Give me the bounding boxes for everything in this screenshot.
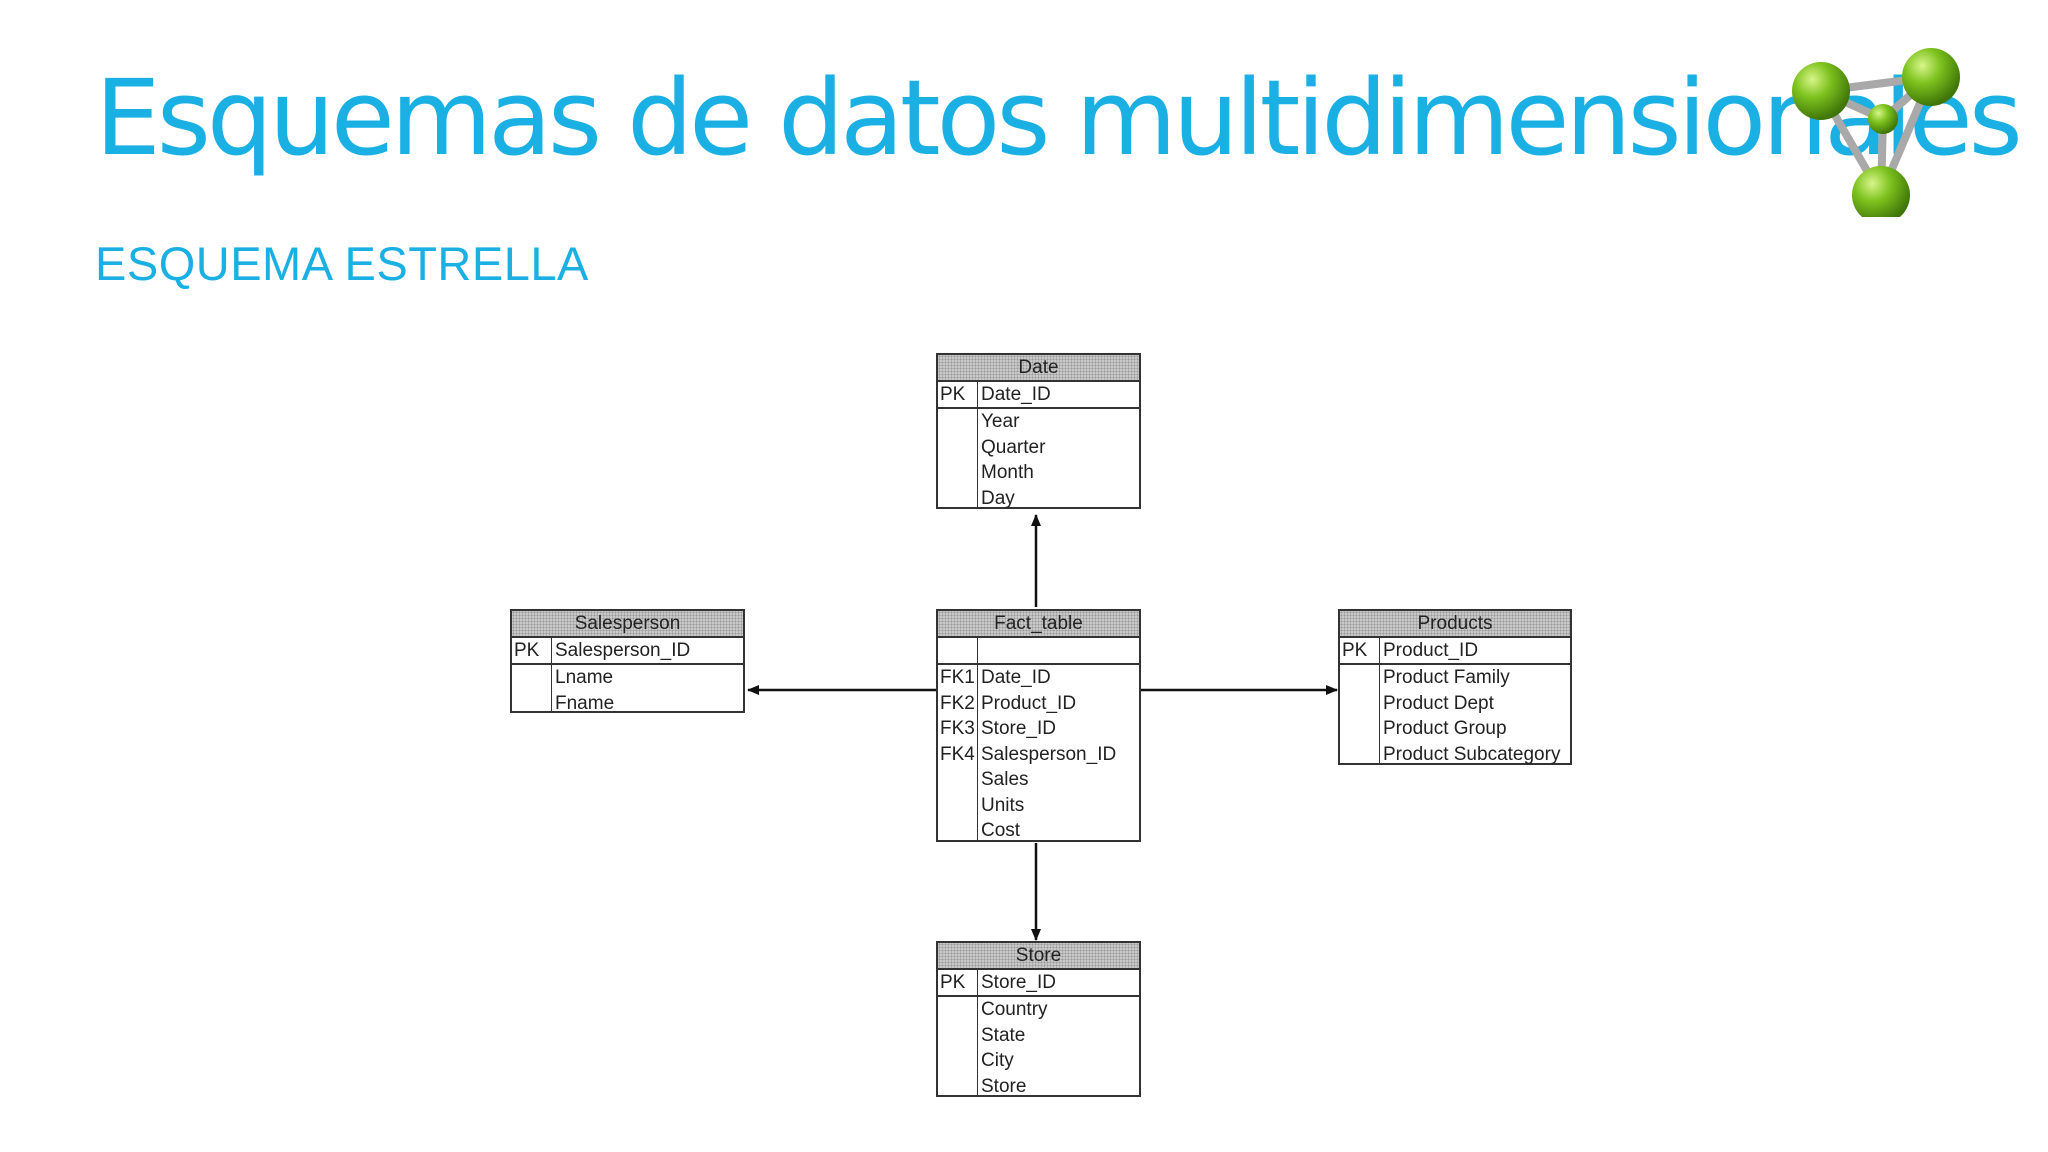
field-name: Month — [981, 462, 1034, 483]
key-label — [938, 638, 978, 663]
key-label — [514, 665, 551, 691]
field-name: Cost — [981, 820, 1021, 841]
field-name: Country — [981, 999, 1048, 1020]
table-header: Date — [938, 355, 1139, 382]
primary-key-row — [938, 638, 1139, 665]
field-name: Salesperson_ID — [981, 743, 1117, 765]
table-header: Products — [1340, 611, 1570, 638]
field-name: Units — [981, 794, 1025, 816]
field-name: Day — [981, 487, 1015, 509]
key-label — [1342, 742, 1379, 768]
field-name: Product_ID — [981, 692, 1077, 714]
key-label — [940, 409, 977, 435]
key-label: PK — [938, 382, 978, 407]
key-column — [938, 409, 978, 507]
key-label — [940, 818, 977, 844]
molecule-logo-icon — [1792, 48, 1960, 217]
field-name: State — [981, 1024, 1026, 1046]
key-label — [940, 793, 977, 819]
key-label — [940, 486, 977, 512]
key-label — [940, 1074, 977, 1100]
field-name: Fname — [555, 692, 615, 714]
table-header: Fact_table — [938, 611, 1139, 638]
key-label: PK — [1340, 638, 1380, 663]
slide-title: Esquemas de datos multidimensionales — [95, 57, 2023, 179]
key-label: FK3 — [940, 718, 975, 739]
field-column: Date_ID Product_ID Store_ID Salesperson_ID S… — [978, 665, 1139, 841]
field-name: Quarter — [981, 436, 1046, 458]
slide-subtitle: ESQUEMA ESTRELLA — [95, 237, 589, 290]
field-name: Store — [981, 1075, 1027, 1097]
field-name — [978, 638, 1139, 663]
field-name: Store_ID — [981, 972, 1056, 993]
field-name: City — [981, 1050, 1014, 1071]
key-label — [1342, 716, 1379, 742]
key-label: FK1 — [940, 667, 975, 688]
field-name: Lname — [555, 667, 614, 688]
field-name: Product_ID — [1383, 640, 1479, 661]
key-label — [940, 435, 977, 461]
key-label — [940, 1048, 977, 1074]
field-name: Date_ID — [981, 667, 1051, 688]
field-name: Sales — [981, 769, 1029, 790]
key-label — [940, 997, 977, 1023]
field-name: Salesperson_ID — [555, 640, 691, 661]
key-label — [940, 460, 977, 486]
key-column — [938, 997, 978, 1095]
key-label: FK4 — [940, 743, 975, 765]
key-label: PK — [938, 970, 978, 995]
field-name: Product Group — [1383, 718, 1507, 739]
key-column — [512, 665, 552, 711]
field-name: Product Family — [1383, 667, 1510, 688]
field-name: Product Dept — [1383, 692, 1494, 714]
field-name: Store_ID — [981, 718, 1056, 739]
field-name: Year — [981, 411, 1020, 432]
table-header: Salesperson — [512, 611, 743, 638]
table-header: Store — [938, 943, 1139, 970]
key-label — [1342, 665, 1379, 691]
key-label: PK — [512, 638, 552, 663]
key-label — [1342, 691, 1379, 717]
key-label: FK2 — [940, 692, 975, 714]
key-label — [940, 767, 977, 793]
field-name: Date_ID — [981, 384, 1051, 405]
key-label — [940, 1023, 977, 1049]
field-name: Product Subcategory — [1383, 743, 1561, 765]
key-label — [514, 691, 551, 717]
key-column — [1340, 665, 1380, 763]
